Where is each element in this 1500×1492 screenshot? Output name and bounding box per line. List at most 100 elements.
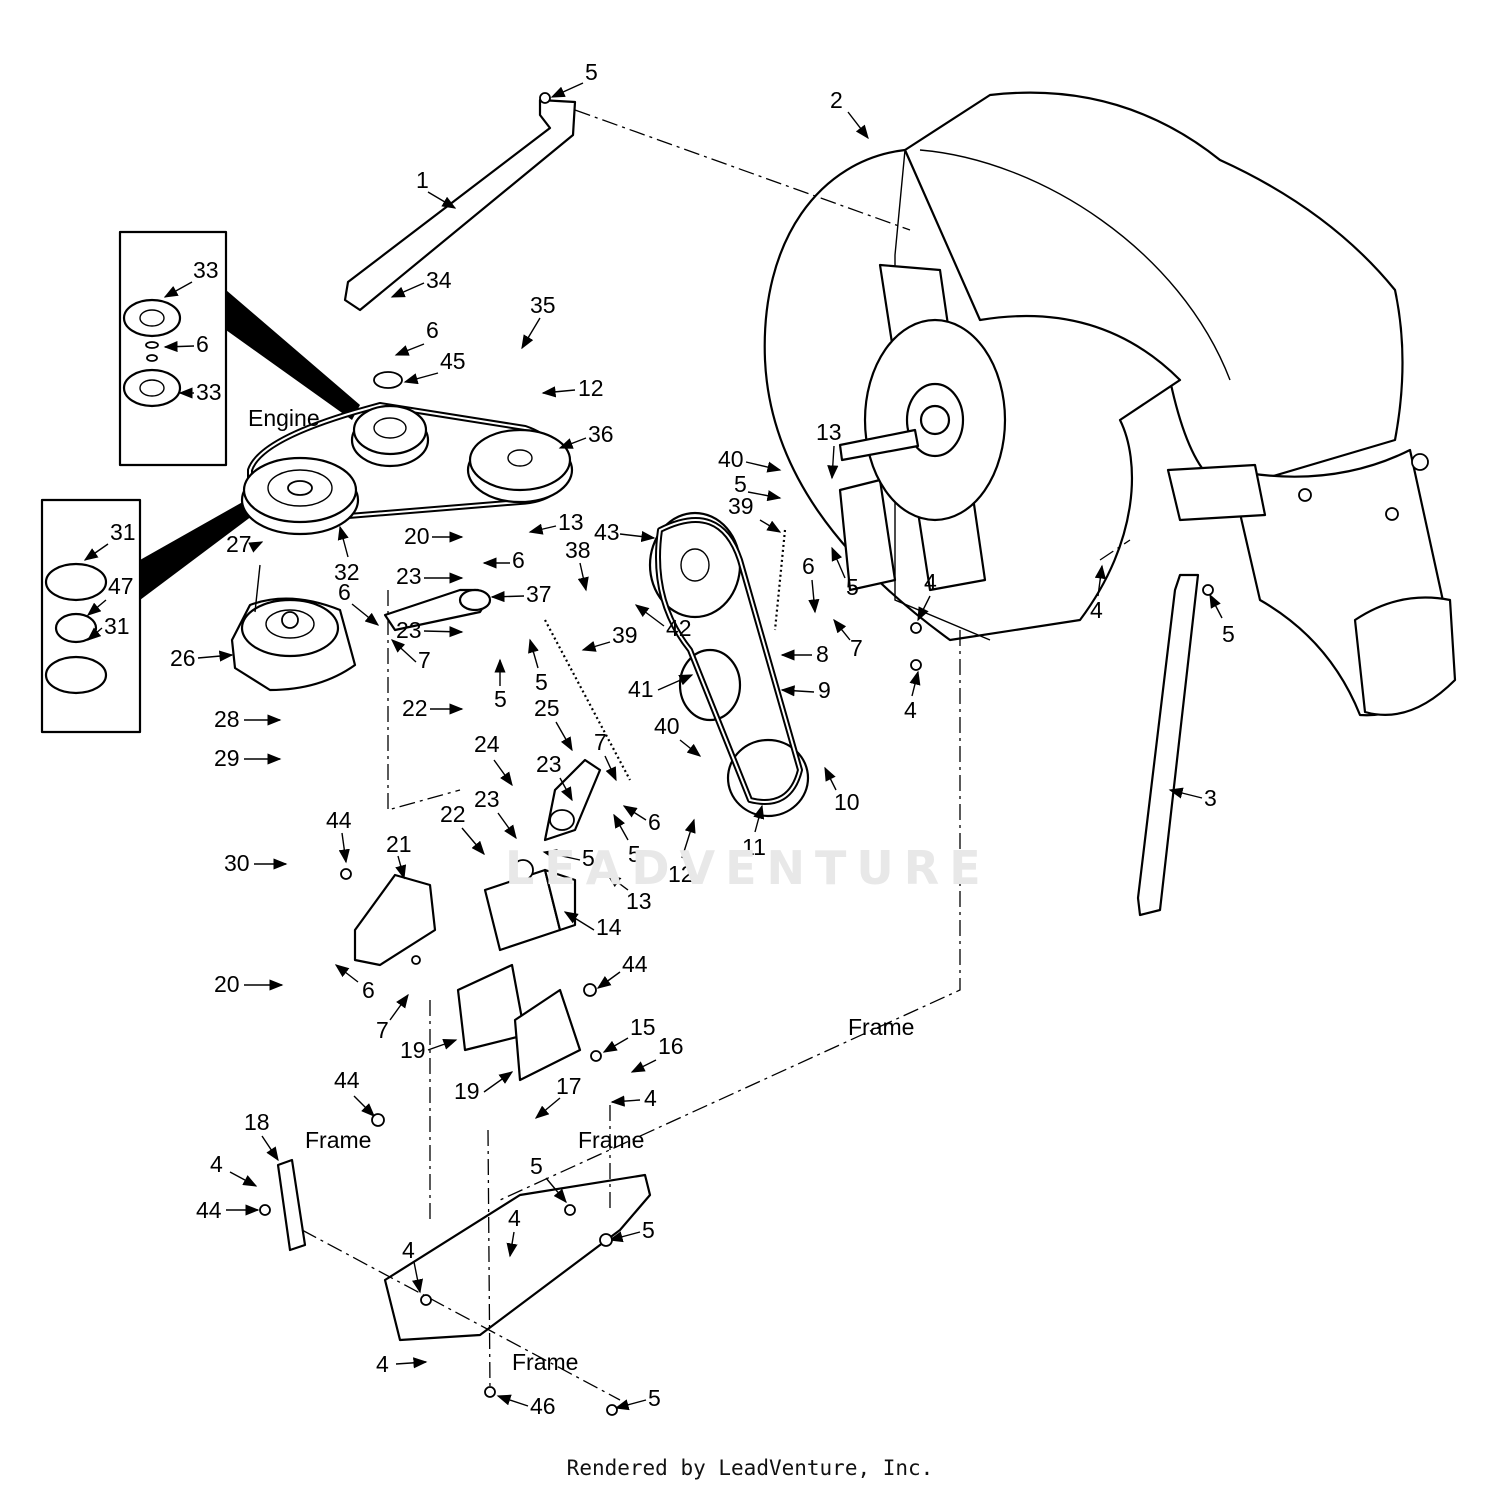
callout-20a: 20	[404, 523, 430, 549]
callout-5h: 5	[1222, 621, 1235, 647]
frame-label-2: Frame	[305, 1127, 371, 1153]
inset-idler-pulleys	[118, 230, 360, 467]
frame-label-4: Frame	[512, 1349, 578, 1375]
callout-5i: 5	[530, 1153, 543, 1179]
callout-28: 28	[214, 706, 240, 732]
engine-label: Engine	[248, 405, 320, 431]
callout-4a: 4	[924, 569, 937, 595]
callout-43: 43	[594, 519, 620, 545]
callout-25: 25	[534, 695, 560, 721]
support-strap-1	[343, 98, 577, 312]
callout-11: 11	[742, 834, 766, 860]
callout-23a: 23	[396, 563, 422, 589]
callout-5e: 5	[846, 574, 859, 600]
callout-5: 5	[585, 59, 598, 85]
callout-6a: 6	[196, 331, 209, 357]
callout-44b: 44	[622, 951, 648, 977]
callout-5b: 5	[494, 686, 507, 712]
assembly-lines	[301, 109, 1131, 1401]
callout-36: 36	[588, 421, 614, 447]
fan-bearing-bracket	[838, 263, 1007, 592]
callout-29: 29	[214, 745, 240, 771]
frame-label-3: Frame	[578, 1127, 644, 1153]
callout-5k: 5	[648, 1385, 661, 1411]
support-strap-3	[1136, 573, 1200, 917]
callout-44c: 44	[334, 1067, 360, 1093]
callout-5f: 5	[628, 841, 641, 867]
callout-12a: 12	[578, 375, 604, 401]
callout-1: 1	[416, 167, 429, 193]
callout-16: 16	[658, 1033, 684, 1059]
callout-17: 17	[556, 1073, 582, 1099]
callout-33a: 33	[193, 257, 219, 283]
callout-32: 32	[334, 559, 360, 585]
callout-4b: 4	[904, 697, 917, 723]
callout-13a: 13	[558, 509, 584, 535]
springs-39	[544, 529, 787, 781]
callout-30: 30	[224, 850, 250, 876]
callout-3: 3	[1204, 785, 1217, 811]
callout-47: 47	[108, 573, 134, 599]
plate-19b	[513, 988, 582, 1082]
callout-6b: 6	[426, 317, 439, 343]
inset-engine-pulley	[40, 495, 260, 734]
callout-8: 8	[816, 641, 829, 667]
plate-19a	[456, 963, 527, 1052]
callout-33b: 33	[196, 379, 222, 405]
callout-23d: 23	[474, 786, 500, 812]
callout-31b: 31	[104, 613, 130, 639]
callout-5c: 5	[535, 669, 548, 695]
gearbox-14	[483, 859, 577, 952]
callout-40b: 40	[654, 713, 680, 739]
callout-20b: 20	[214, 971, 240, 997]
bracket-17	[383, 1173, 652, 1342]
callout-7c: 7	[594, 729, 607, 755]
callout-40a: 40	[718, 446, 744, 472]
callout-41: 41	[628, 676, 654, 702]
callout-23c: 23	[536, 751, 562, 777]
callout-19b: 19	[454, 1078, 480, 1104]
strap-18	[276, 1158, 307, 1252]
pulley-36	[466, 428, 574, 504]
callout-7a: 7	[418, 647, 431, 673]
callout-6e: 6	[802, 553, 815, 579]
callout-5d: 5	[734, 471, 747, 497]
callout-5g: 5	[582, 845, 595, 871]
callout-7d: 7	[376, 1017, 389, 1043]
bracket-21	[353, 873, 437, 967]
frame-label-1: Frame	[848, 1014, 914, 1040]
callout-6d: 6	[338, 579, 351, 605]
callout-15: 15	[630, 1014, 656, 1040]
callout-22a: 22	[440, 801, 466, 827]
gearbox-pulleys	[648, 511, 810, 818]
callout-44a: 44	[326, 807, 352, 833]
engine-pulley	[240, 456, 360, 536]
callout-4f: 4	[508, 1205, 521, 1231]
callout-6f: 6	[648, 809, 661, 835]
idler-pulley-engine	[350, 371, 430, 468]
callout-10: 10	[834, 789, 860, 815]
callout-34: 34	[426, 267, 452, 293]
callout-13b: 13	[816, 419, 842, 445]
callout-4h: 4	[376, 1351, 389, 1377]
callout-13c: 13	[626, 888, 652, 914]
callout-18: 18	[244, 1109, 270, 1135]
callout-4c: 4	[1090, 597, 1103, 623]
callout-24: 24	[474, 731, 500, 757]
callout-37: 37	[526, 581, 552, 607]
callout-35: 35	[530, 292, 556, 318]
callout-4d: 4	[210, 1151, 223, 1177]
callout-42: 42	[666, 615, 692, 641]
callout-45: 45	[440, 348, 466, 374]
callout-2: 2	[830, 87, 843, 113]
hardware-dots	[259, 92, 1214, 1416]
callout-44d: 44	[196, 1197, 222, 1223]
callout-23b: 23	[396, 617, 422, 643]
callouts: 5 2 1 34 33 6 33 6 45 35 12 36 Engine 31…	[83, 59, 1235, 1419]
callout-31a: 31	[110, 519, 136, 545]
callout-22b: 22	[402, 695, 428, 721]
watermark: LEADVENTURE	[505, 841, 991, 895]
callout-26: 26	[170, 645, 196, 671]
callout-6g: 6	[362, 977, 375, 1003]
